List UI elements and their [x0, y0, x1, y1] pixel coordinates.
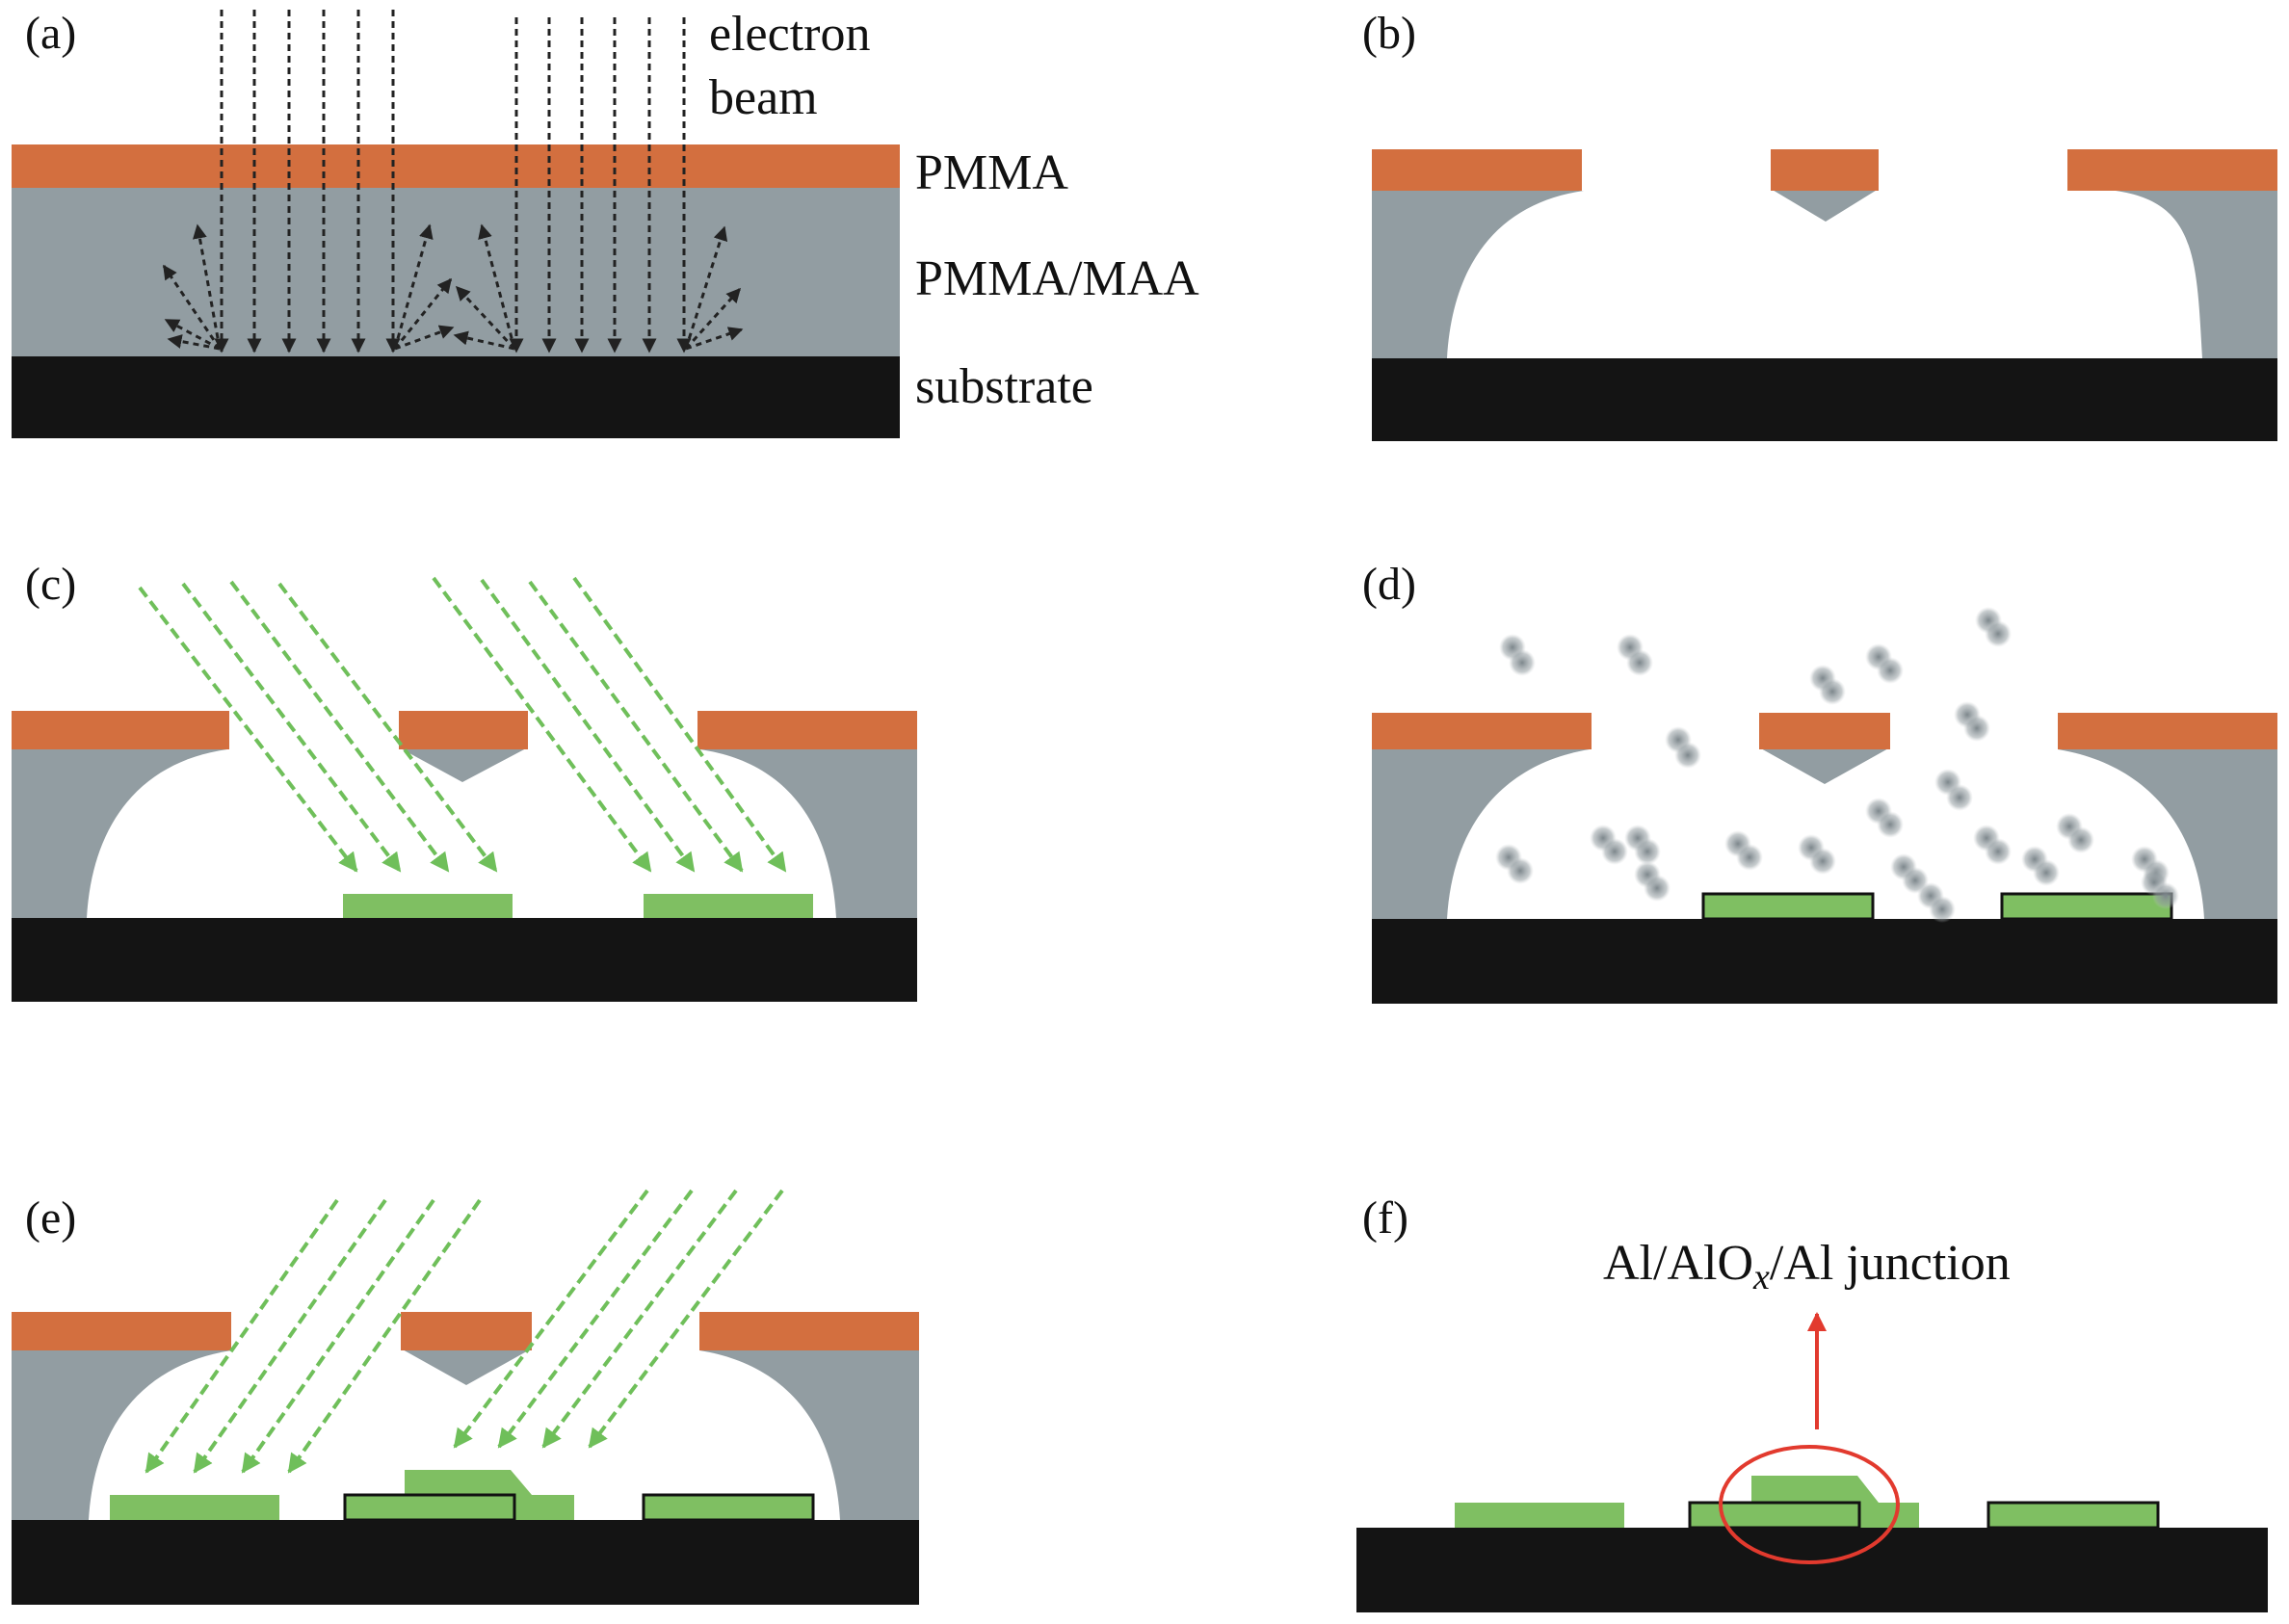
resist-bridge [1771, 189, 1879, 222]
panel-b: (b) [1362, 8, 2277, 441]
pmma-bridge [401, 1312, 532, 1350]
panel-c-label: (c) [25, 559, 76, 610]
pmma-layer [12, 144, 900, 188]
pmma-label: PMMA [915, 145, 1068, 200]
oxygen-particles [1495, 607, 2179, 923]
panel-f-label: (f) [1362, 1192, 1408, 1244]
aluminum-film-second-left [110, 1495, 279, 1520]
substrate-layer [12, 356, 900, 438]
substrate-label: substrate [915, 359, 1093, 414]
panel-e-label: (e) [25, 1192, 76, 1244]
evaporation-arrows [145, 1189, 784, 1474]
aluminum-bottom-electrode [1688, 1501, 1861, 1530]
electron-beam-label-line1: electron [709, 7, 870, 62]
aluminum-film-2 [644, 894, 813, 918]
pmma-left [1372, 149, 1582, 191]
pmma-maa-layer [12, 188, 900, 356]
pmma-left [1372, 713, 1592, 749]
undercut-cavity [1447, 191, 2202, 358]
panel-e: (e) [12, 1189, 919, 1605]
panel-d-label: (d) [1362, 559, 1416, 610]
aluminum-film-1 [1701, 892, 1875, 921]
pmma-right [2067, 149, 2277, 191]
electron-beam-label-line2: beam [709, 70, 818, 125]
panel-f: (f) Al/AlOx/Al junction [1356, 1192, 2268, 1612]
pmma-right [699, 1312, 919, 1350]
panel-a: (a) [12, 7, 1199, 438]
pmma-right [2058, 713, 2277, 749]
aluminum-film-first-1 [343, 1493, 516, 1522]
pmma-left [12, 1312, 231, 1350]
resist-bridge [399, 747, 528, 782]
substrate-layer [12, 918, 917, 1002]
undercut-cavity [87, 749, 836, 918]
pmma-bridge [399, 711, 528, 749]
aluminum-film-1 [343, 894, 513, 918]
backscatter-arrows [162, 223, 744, 351]
junction-highlight-circle [1719, 1445, 1900, 1564]
aluminum-film-2 [2000, 892, 2173, 921]
aluminum-film-first-2 [642, 1493, 815, 1522]
pmma-left [12, 711, 229, 749]
aluminum-lead-left [1455, 1503, 1624, 1528]
pmma-bridge [1771, 149, 1879, 191]
pmma-right [697, 711, 917, 749]
junction-label: Al/AlOx/Al junction [1603, 1236, 2011, 1297]
panel-a-label: (a) [25, 8, 76, 59]
panel-d: (d) [1362, 559, 2277, 1004]
substrate-layer [1356, 1528, 2268, 1612]
substrate-layer [12, 1520, 919, 1605]
pmma-bridge [1759, 713, 1890, 749]
resist-bridge [1759, 747, 1890, 784]
evaporation-arrows [138, 576, 787, 873]
resist-bridge [401, 1349, 532, 1385]
aluminum-lead-right [1986, 1501, 2160, 1530]
substrate-layer [1372, 358, 2277, 441]
panel-b-label: (b) [1362, 8, 1416, 59]
panel-c: (c) [12, 559, 917, 1002]
substrate-layer [1372, 919, 2277, 1004]
pmma-maa-label: PMMA/MAA [915, 251, 1199, 306]
electron-beam-arrows [214, 10, 692, 354]
